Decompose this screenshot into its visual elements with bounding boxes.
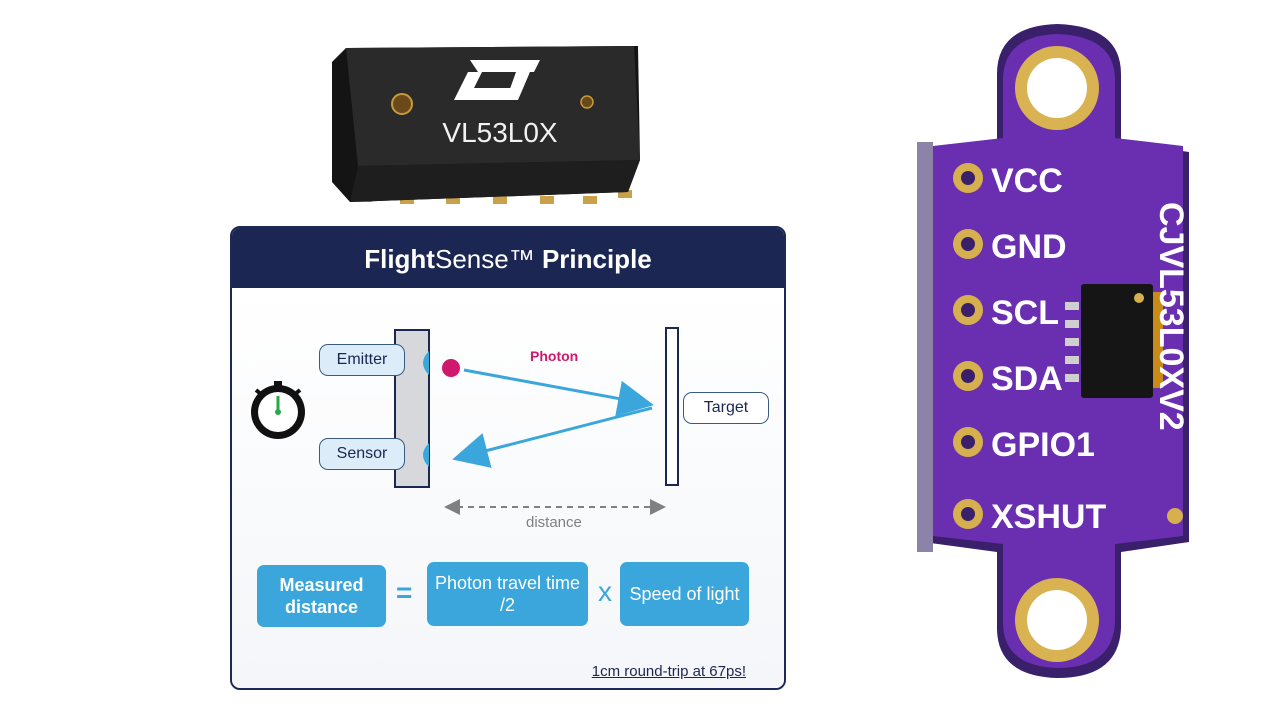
pin-label-xshut: XSHUT xyxy=(991,498,1106,536)
mounting-hole-bottom xyxy=(1015,578,1099,662)
sensor-ic xyxy=(1065,284,1163,398)
sensor-lens xyxy=(423,443,429,467)
breakout-board-image: VCC GND SCL SDA GPIO1 XSHUT CJVL53L0XV2 xyxy=(917,24,1190,678)
photon-dot xyxy=(442,359,460,377)
emitter-label: Emitter xyxy=(319,344,405,376)
distance-label: distance xyxy=(526,514,582,531)
photon-travel-time-box: Photon travel time /2 xyxy=(427,562,588,626)
pin-label-scl: SCL xyxy=(991,294,1059,332)
pin-label-vcc: VCC xyxy=(991,162,1063,200)
photon-label: Photon xyxy=(530,348,579,364)
title-mid: Sense™ xyxy=(434,244,542,274)
tof-drawing xyxy=(251,327,679,515)
diagram-title: FlightSense™ Principle xyxy=(232,228,784,288)
pin-label-sda: SDA xyxy=(991,360,1063,398)
mounting-hole-top xyxy=(1015,46,1099,130)
equals-sign: = xyxy=(396,577,413,608)
target-label: Target xyxy=(683,392,769,424)
target-plate xyxy=(665,327,679,486)
outgoing-beam xyxy=(463,368,654,417)
st-logo-icon xyxy=(454,60,540,100)
emitter-lens xyxy=(423,351,429,375)
chip-part-number: VL53L0X xyxy=(442,117,558,148)
diagram-body: Emitter Sensor Target Photon distance Me… xyxy=(232,290,784,688)
speed-of-light-box: Speed of light xyxy=(620,562,749,626)
times-sign: x xyxy=(598,576,612,607)
pin-label-gnd: GND xyxy=(991,228,1067,266)
measured-distance-box: Measured distance xyxy=(257,565,386,627)
footnote: 1cm round-trip at 67ps! xyxy=(591,663,746,680)
return-beam xyxy=(452,406,653,468)
pin-label-gpio1: GPIO1 xyxy=(991,426,1095,464)
stopwatch-icon xyxy=(251,381,305,439)
vl53l0x-chip-image: VL53L0X xyxy=(332,46,640,204)
sensor-label: Sensor xyxy=(319,438,405,470)
flightsense-diagram: FlightSense™ Principle xyxy=(230,226,786,690)
title-bold: Principle xyxy=(541,244,652,274)
title-light: Flight xyxy=(364,244,435,274)
board-model-label: CJVL53L0XV2 xyxy=(1152,202,1190,431)
